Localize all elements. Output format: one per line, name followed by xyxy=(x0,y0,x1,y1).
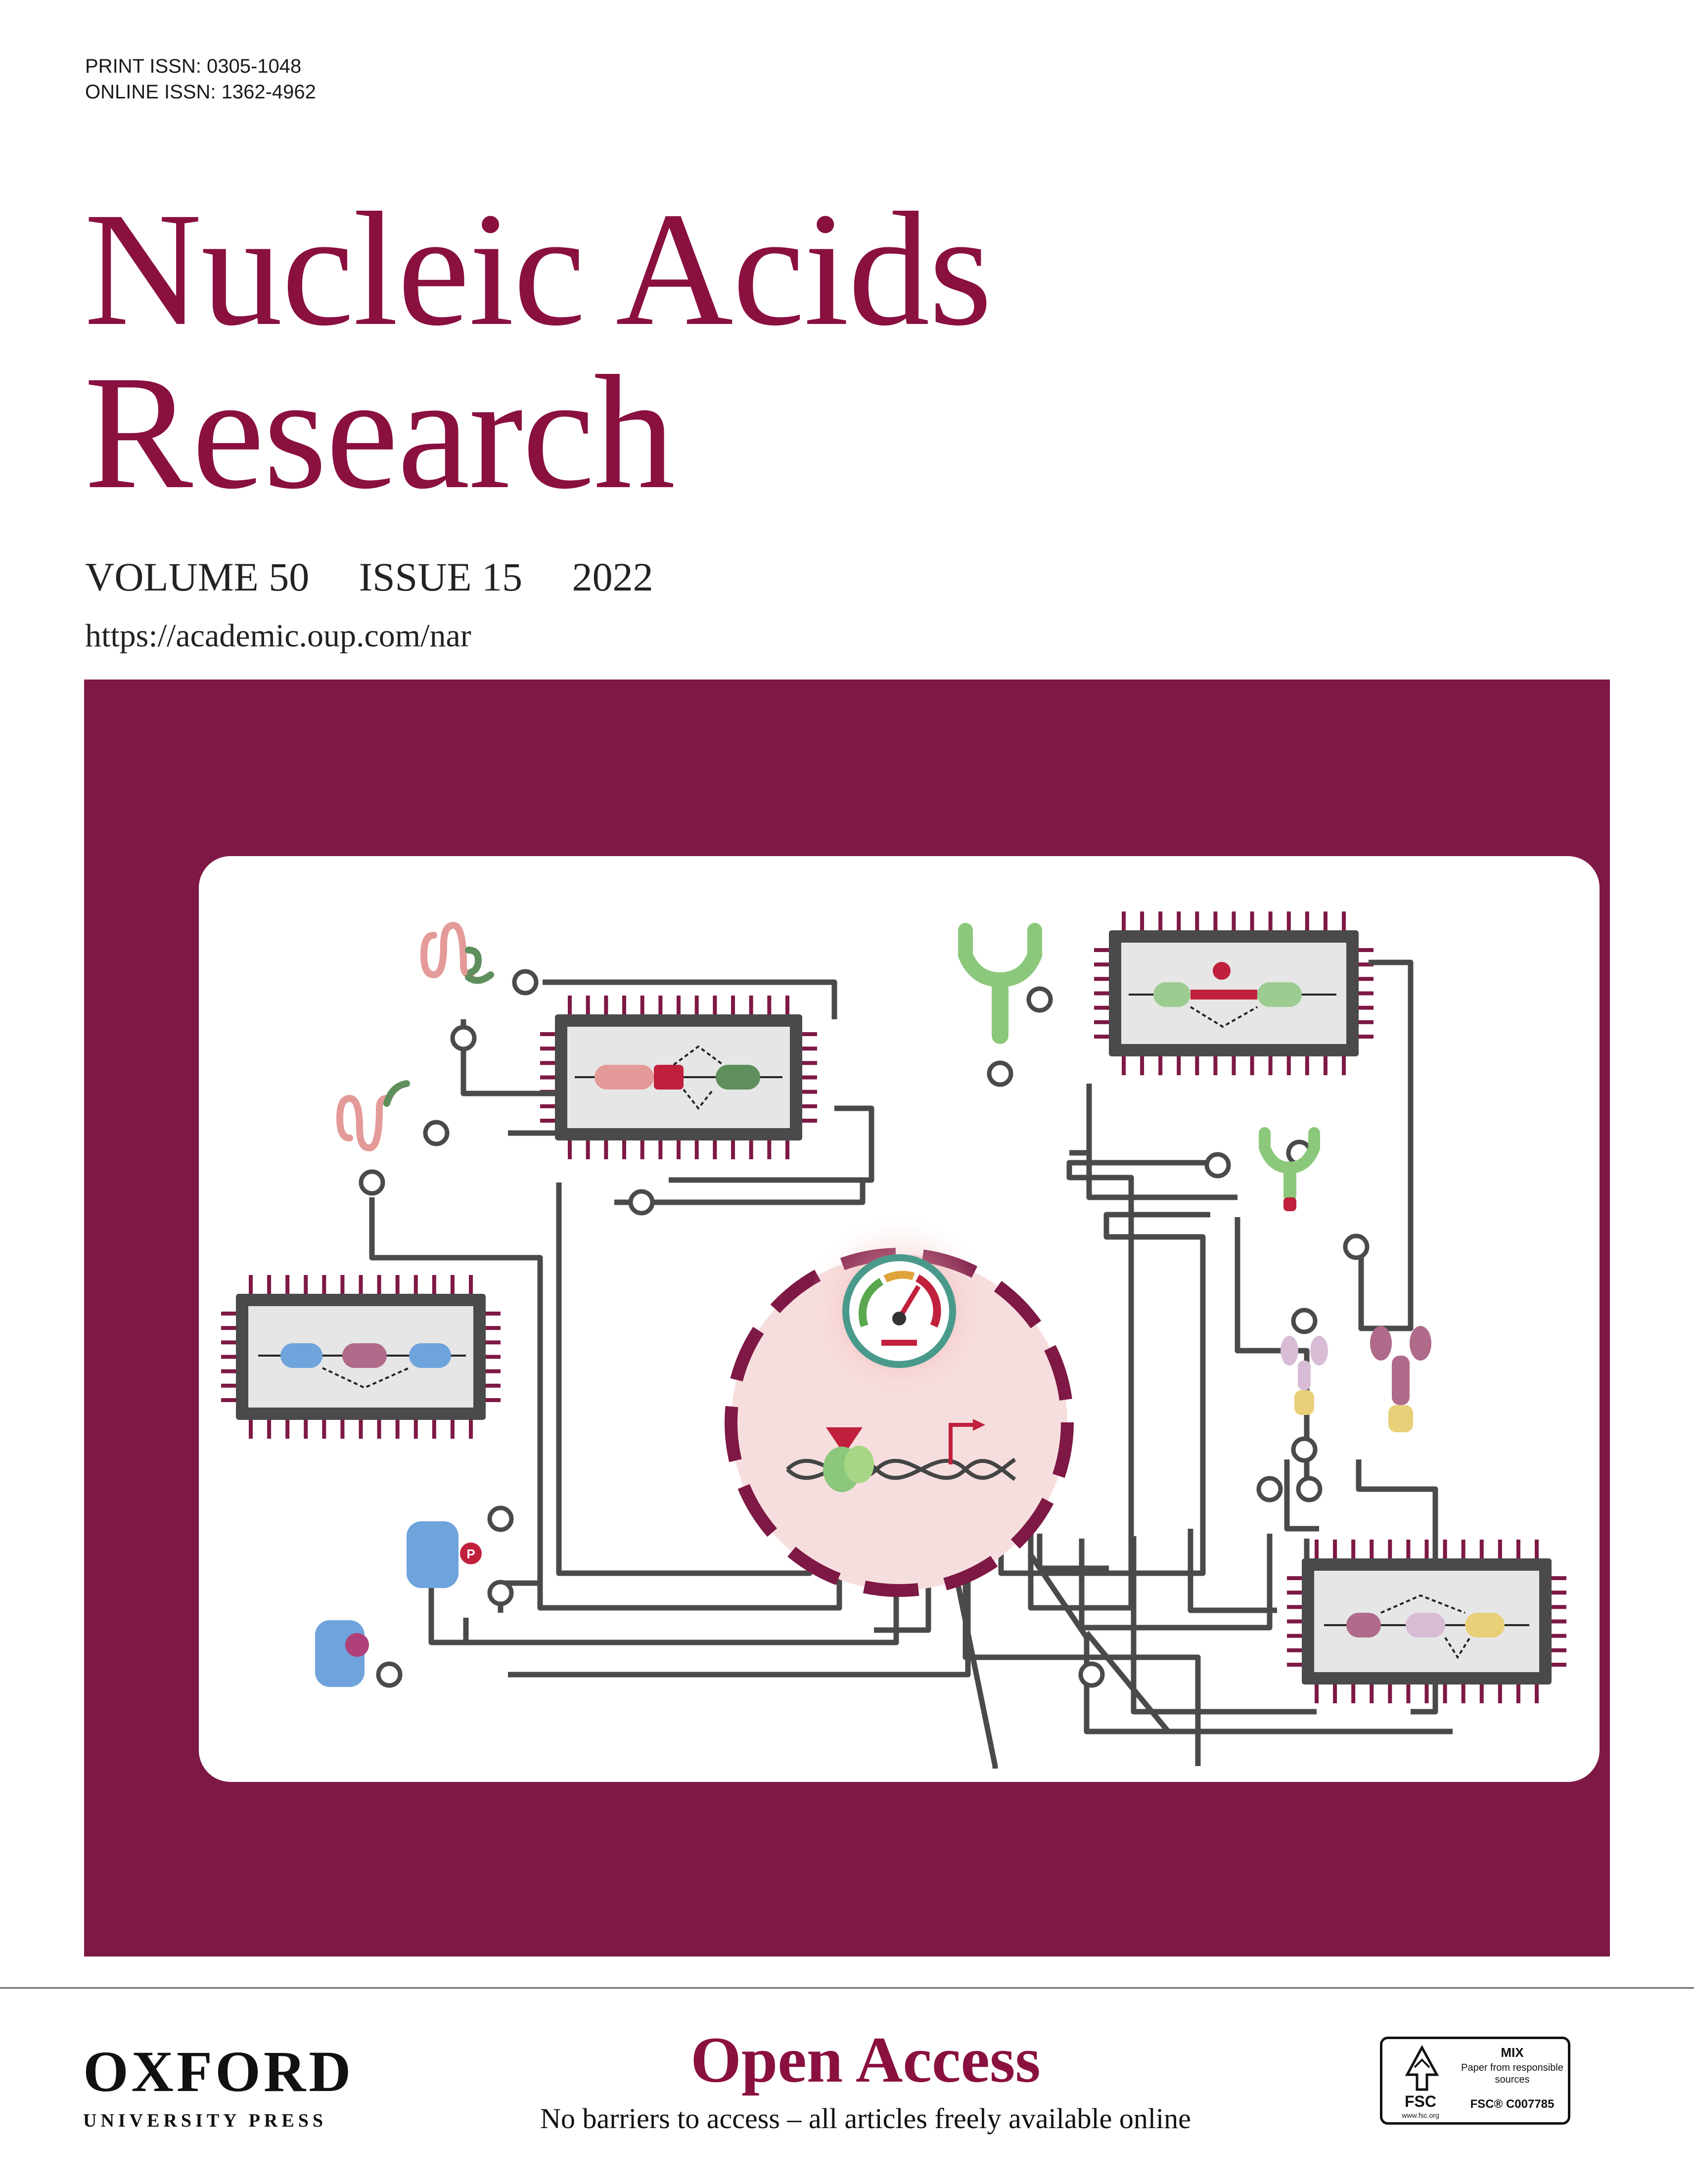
journal-url[interactable]: https://academic.oup.com/nar xyxy=(85,618,471,654)
fsc-paper-from: Paper from responsible sources xyxy=(1461,2062,1563,2085)
receptor-y-2 xyxy=(1259,1127,1320,1211)
rna-coil-1 xyxy=(420,921,494,984)
antibody-2 xyxy=(1370,1326,1431,1432)
issue-line: VOLUME 50 ISSUE 15 2022 xyxy=(85,554,693,600)
chip-1 xyxy=(555,1014,802,1140)
chip-3 xyxy=(236,1294,486,1420)
kinase-protein: P xyxy=(407,1521,482,1588)
fsc-text: FSC xyxy=(1405,2093,1436,2110)
fsc-label: FSC www.fsc.org MIX Paper from responsib… xyxy=(1380,2037,1570,2125)
receptor-y-1 xyxy=(958,923,1042,1044)
chip-pins xyxy=(1287,1540,1566,1703)
fsc-tree-icon xyxy=(1405,2045,1439,2091)
open-access-block: Open Access No barriers to access – all … xyxy=(514,2023,1217,2135)
journal-title: Nucleic Acids Research xyxy=(84,179,992,523)
fsc-website: www.fsc.org xyxy=(1402,2111,1439,2119)
chip-pins xyxy=(1094,911,1374,1075)
publisher-name: OXFORD xyxy=(83,2039,354,2104)
chip-2 xyxy=(1109,930,1359,1056)
chip-4 xyxy=(1302,1558,1552,1684)
issue-label: ISSUE 15 xyxy=(359,554,523,599)
chip-pins xyxy=(221,1275,501,1439)
fsc-code: FSC® C007785 xyxy=(1470,2097,1555,2111)
online-issn: ONLINE ISSN: 1362-4962 xyxy=(85,81,316,103)
issn-block: PRINT ISSN: 0305-1048 ONLINE ISSN: 1362-… xyxy=(85,53,316,105)
central-cell xyxy=(725,1217,1074,1597)
circuit-illustration: P xyxy=(221,911,1566,1769)
chip-pins xyxy=(540,996,817,1159)
cover-art-band: P xyxy=(84,680,1610,1956)
print-issn: PRINT ISSN: 0305-1048 xyxy=(85,55,302,77)
volume-label: VOLUME 50 xyxy=(85,554,310,599)
publisher-logo: OXFORD UNIVERSITY PRESS xyxy=(83,2043,354,2132)
journal-title-line1: Nucleic Acids xyxy=(84,179,992,360)
cover-illustration-panel: P xyxy=(199,856,1600,1782)
publisher-subname: UNIVERSITY PRESS xyxy=(83,2110,327,2131)
footer-divider xyxy=(0,1987,1694,1989)
fsc-mix: MIX xyxy=(1501,2045,1524,2060)
adapter-protein xyxy=(315,1620,369,1687)
journal-title-line2: Research xyxy=(84,342,675,523)
year-label: 2022 xyxy=(572,554,653,599)
svg-text:P: P xyxy=(466,1547,475,1561)
open-access-heading: Open Access xyxy=(690,2023,1041,2096)
rna-coil-2 xyxy=(336,1080,410,1152)
open-access-tagline: No barriers to access – all articles fre… xyxy=(540,2102,1191,2135)
antibody-1 xyxy=(1281,1336,1328,1415)
